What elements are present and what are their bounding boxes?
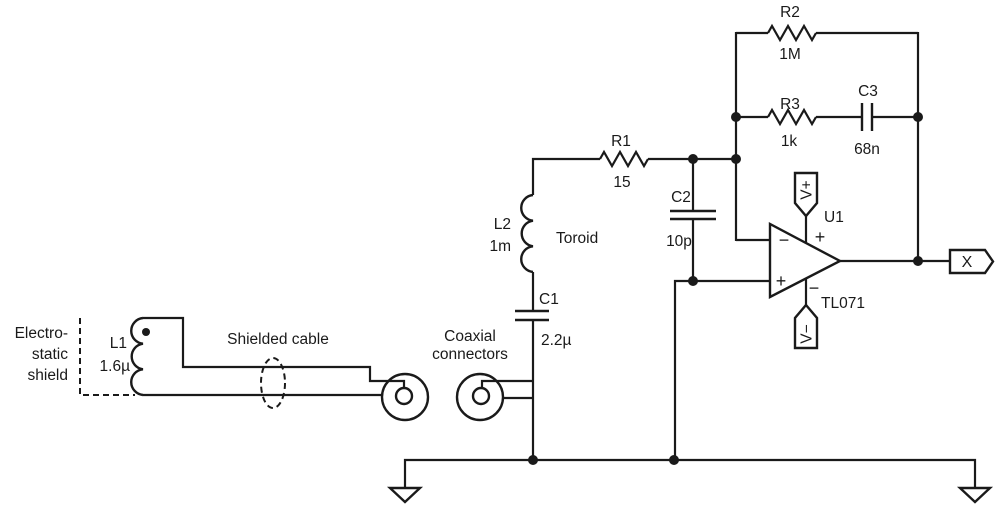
r2-zigzag-icon: [767, 23, 817, 43]
wire-noninverting-input: [673, 279, 770, 460]
coax-right-pin-icon: [471, 386, 491, 406]
shield-dashed-line: [79, 318, 135, 396]
electrostatic-shield-outline: [79, 318, 286, 409]
r3-resistor-symbol: [767, 107, 817, 127]
junction-dot: [913, 112, 923, 122]
junction-dot: [528, 455, 538, 465]
c3-plates-icon: [860, 103, 874, 131]
c1-plates-icon: [515, 309, 549, 322]
c1-value-label: 2.2µ: [541, 332, 572, 349]
r1-ref-label: R1: [611, 133, 631, 150]
c3-value-label: 68n: [854, 141, 880, 158]
c2-capacitor-symbol: [670, 209, 716, 221]
ground-icon-right: [956, 486, 994, 504]
wire-cable-top: [143, 316, 406, 388]
coax-left-shell-icon: [380, 372, 430, 422]
r2-resistor-symbol: [767, 23, 817, 43]
r3-zigzag-icon: [767, 107, 817, 127]
l1-ref-label: L1: [110, 335, 127, 352]
l1-inductor-symbol: [130, 316, 150, 397]
l1-value-label: 1.6µ: [100, 358, 131, 375]
vminus-flag-icon: [793, 303, 819, 350]
cable-shield-ellipse-icon: [260, 357, 286, 409]
shield-label-line1: Electro-: [15, 325, 68, 342]
ground-left-triangle: [386, 486, 424, 504]
l2-inductor-symbol: [520, 193, 534, 274]
ground-icon-left: [386, 486, 424, 504]
l2-note-label: Toroid: [556, 230, 598, 247]
junction-dot: [913, 256, 923, 266]
shield-label-line2: static: [32, 346, 68, 363]
wire-ground-bus: [403, 458, 977, 488]
vplus-label: V+: [799, 180, 816, 199]
coax-right-shell-icon: [455, 372, 505, 422]
coax-connector-right: [455, 372, 505, 422]
c3-ref-label: C3: [858, 83, 878, 100]
junction-dots: [528, 112, 923, 465]
r2-ref-label: R2: [780, 4, 800, 21]
junction-dot: [731, 112, 741, 122]
r2-value-label: 1M: [779, 46, 801, 63]
ground-right-triangle: [956, 486, 994, 504]
output-port-label: X: [962, 254, 973, 271]
c1-ref-label: C1: [539, 291, 559, 308]
opamp-noninverting-sign: +: [776, 271, 787, 291]
shielded-cable-label: Shielded cable: [227, 331, 329, 348]
wires: [143, 31, 977, 488]
vplus-flag: V+: [793, 171, 819, 218]
junction-dot: [688, 154, 698, 164]
l2-coil-icon: [520, 193, 534, 274]
u1-opamp-symbol: − + + −: [768, 222, 843, 299]
coax-connector-left: [380, 372, 430, 422]
l1-polarity-dot-icon: [142, 328, 150, 336]
vminus-flag: V−: [793, 303, 819, 350]
output-flag-icon: [948, 248, 995, 275]
c2-value-label: 10p: [666, 233, 692, 250]
shield-label-line3: shield: [28, 367, 69, 384]
junction-dot: [731, 154, 741, 164]
c2-ref-label: C2: [671, 189, 691, 206]
l2-ref-label: L2: [494, 216, 511, 233]
c3-capacitor-symbol: [860, 103, 874, 131]
coax-label-line2: connectors: [432, 346, 508, 363]
r1-resistor-symbol: [599, 149, 649, 169]
opamp-triangle-icon: [768, 222, 843, 299]
junction-dot: [669, 455, 679, 465]
text-labels: Electro- static shield L1 1.6µ Shielded …: [15, 4, 880, 384]
output-port-flag: X: [948, 248, 995, 275]
l1-coil-icon: [130, 316, 144, 397]
coax-left-pin-icon: [394, 386, 414, 406]
u1-part-label: TL071: [821, 295, 865, 312]
c1-capacitor-symbol: [515, 309, 549, 322]
l2-value-label: 1m: [489, 238, 511, 255]
c2-plates-icon: [670, 209, 716, 221]
r1-zigzag-icon: [599, 149, 649, 169]
coax-label-line1: Coaxial: [444, 328, 496, 345]
r3-ref-label: R3: [780, 96, 800, 113]
r1-value-label: 15: [613, 174, 630, 191]
vminus-label: V−: [799, 324, 816, 343]
opamp-vminus-pin-sign: −: [809, 278, 820, 298]
wire-coax-right-pin: [480, 379, 533, 388]
opamp-inverting-sign: −: [779, 230, 790, 250]
vplus-flag-icon: [793, 171, 819, 218]
junction-dot: [688, 276, 698, 286]
u1-ref-label: U1: [824, 209, 844, 226]
r3-value-label: 1k: [781, 133, 798, 150]
wire-l2-to-r1: [531, 157, 600, 195]
opamp-vplus-pin-sign: +: [815, 227, 826, 247]
